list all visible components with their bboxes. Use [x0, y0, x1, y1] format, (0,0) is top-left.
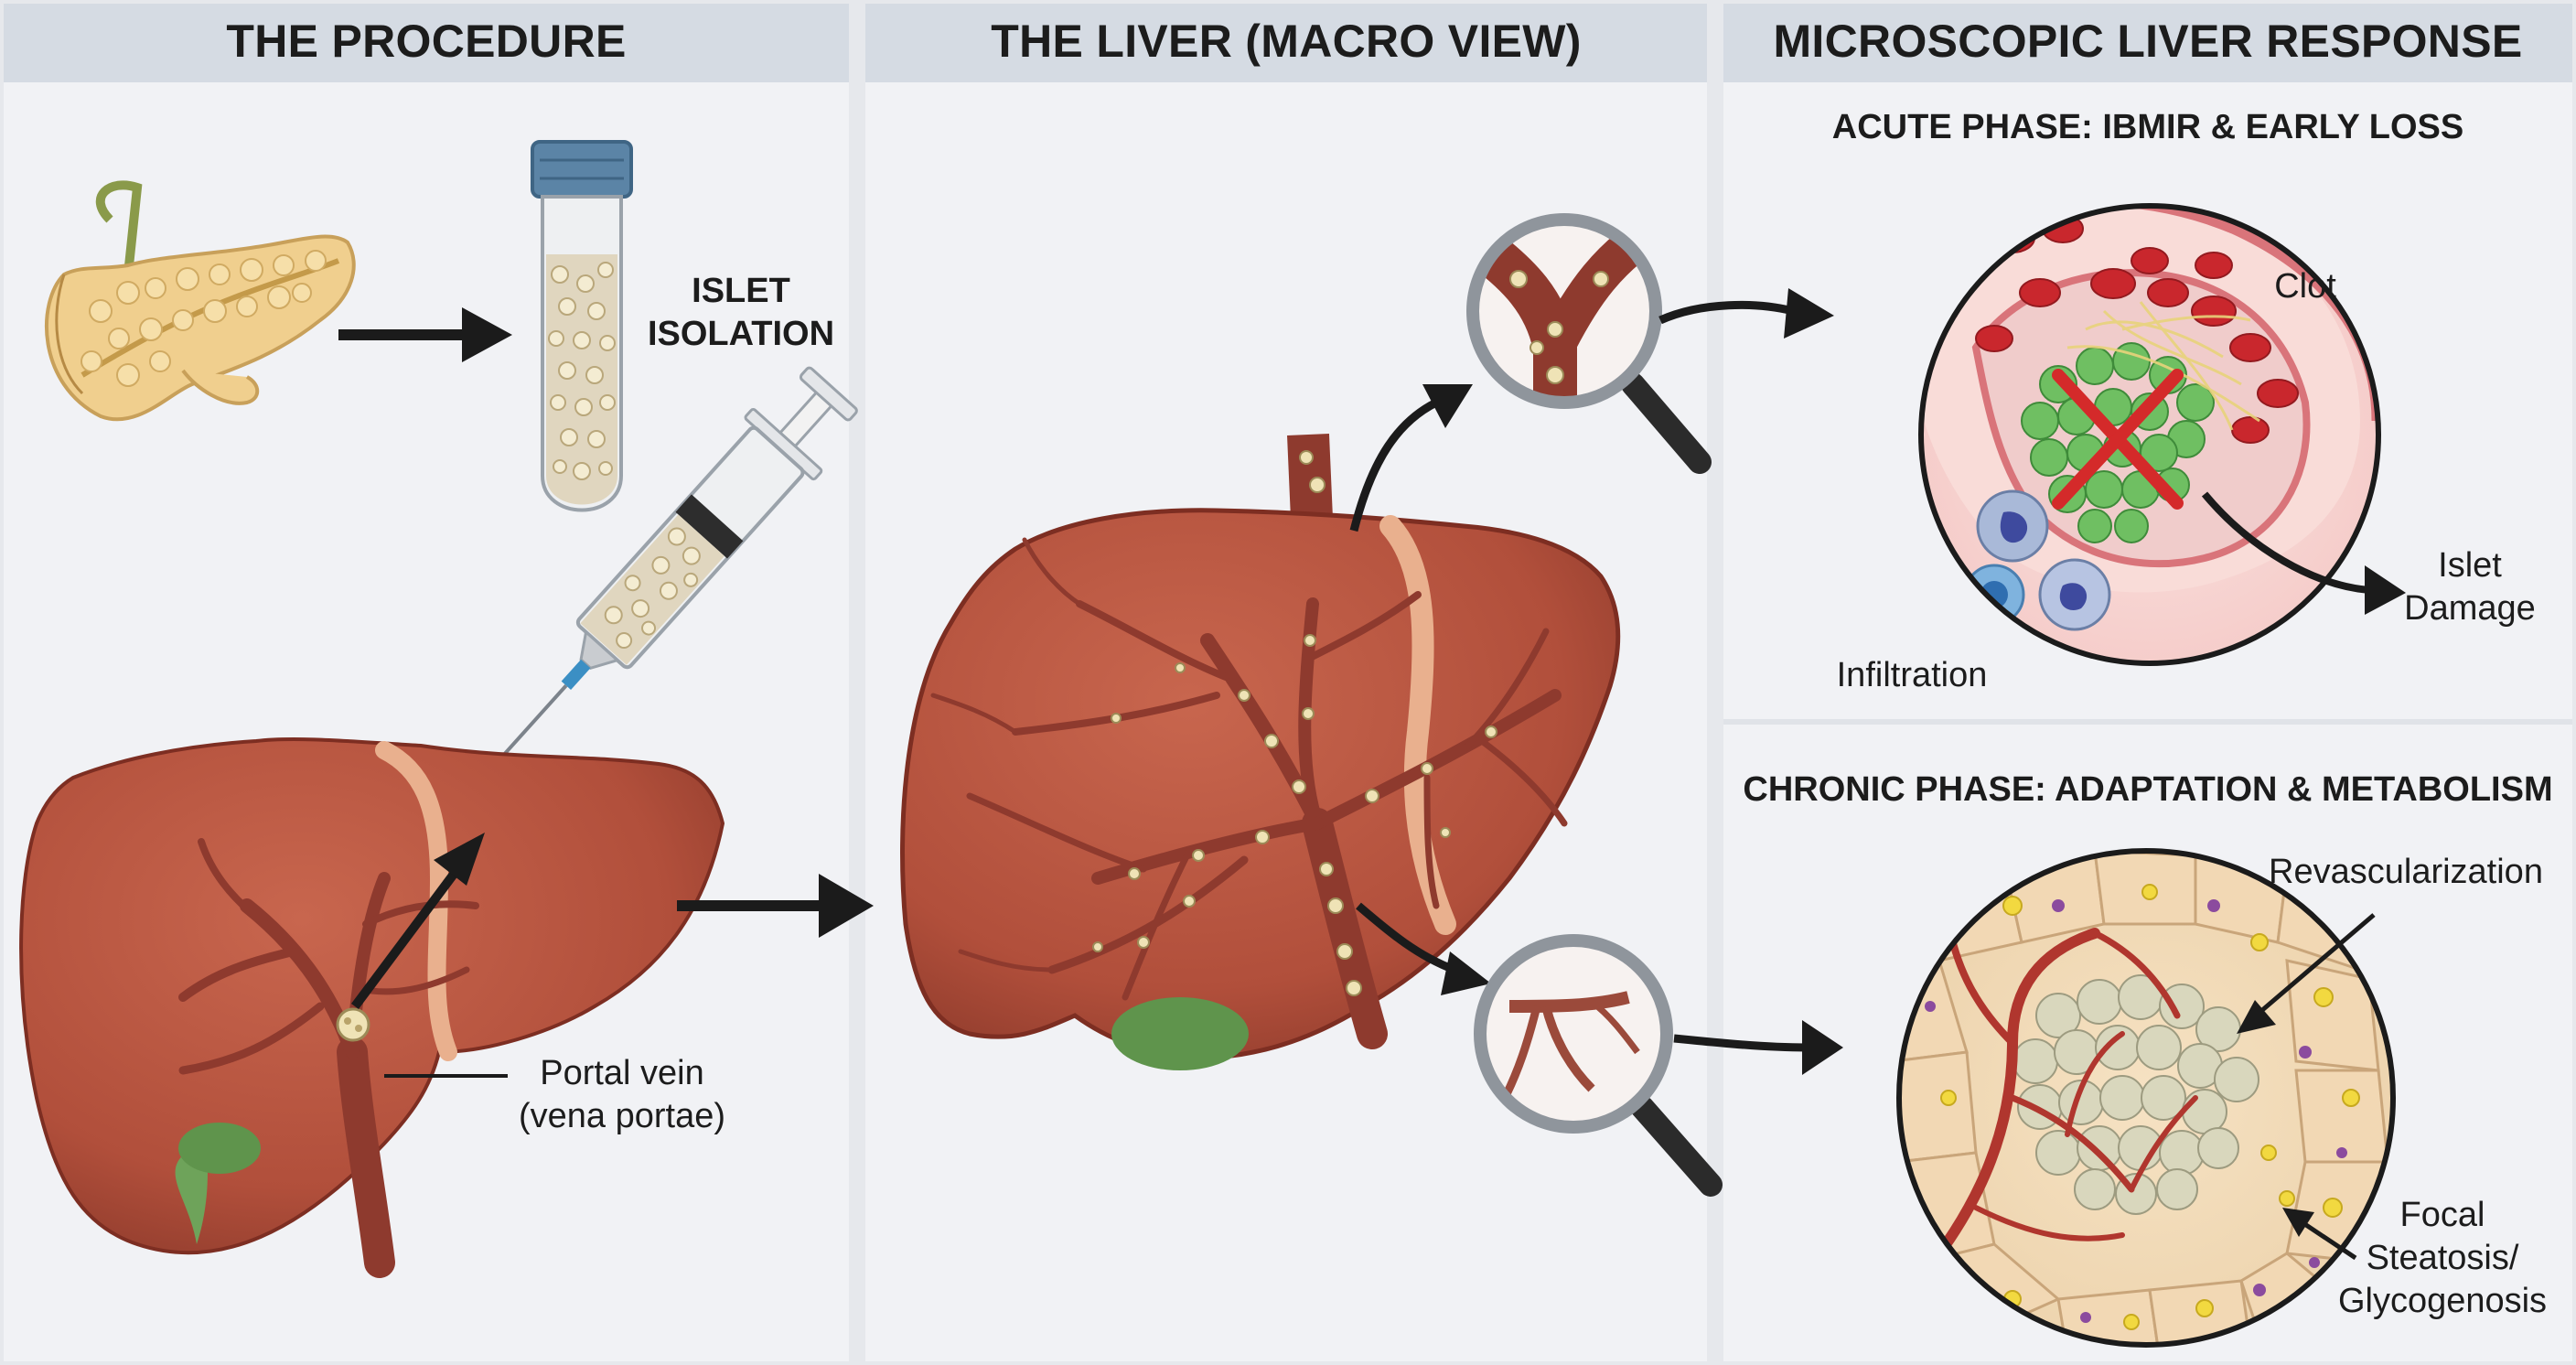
acute-circle: [1918, 203, 2406, 666]
magnifier-chronic: [1474, 934, 1843, 1197]
portal-vein-label-2: (vena portae): [518, 1097, 725, 1135]
header-macro: THE LIVER (MACRO VIEW): [991, 16, 1582, 67]
islet-damage-label-2: Damage: [2404, 589, 2536, 628]
liver-small: [19, 736, 725, 1278]
focal-label-3: Glycogenosis: [2337, 1282, 2548, 1320]
pancreas-illustration: [44, 180, 356, 422]
arrow-to-tube: [338, 307, 512, 362]
test-tube: [531, 140, 633, 512]
focal-label-1: Focal: [2399, 1196, 2485, 1234]
portal-vein-label-1: Portal vein: [540, 1054, 704, 1092]
clot-label: Clot: [2274, 267, 2336, 306]
islet-isolation-label-1: ISLET: [692, 272, 790, 310]
syringe: [470, 366, 858, 791]
focal-label-2: Steatosis/: [2366, 1239, 2519, 1277]
chronic-phase-title: CHRONIC PHASE: ADAPTATION & METABOLISM: [1743, 770, 2553, 809]
acute-phase-title: ACUTE PHASE: IBMIR & EARLY LOSS: [1831, 108, 2464, 146]
islet-damage-label-1: Islet: [2438, 546, 2502, 585]
header-micro: MICROSCOPIC LIVER RESPONSE: [1773, 16, 2523, 67]
header-procedure: THE PROCEDURE: [226, 16, 627, 67]
infiltration-label: Infiltration: [1836, 656, 1988, 694]
liver-large: [900, 384, 1621, 1070]
revascularization-label: Revascularization: [2269, 853, 2543, 891]
islet-isolation-label-2: ISOLATION: [647, 315, 835, 353]
arrow-to-macro: [677, 874, 874, 938]
